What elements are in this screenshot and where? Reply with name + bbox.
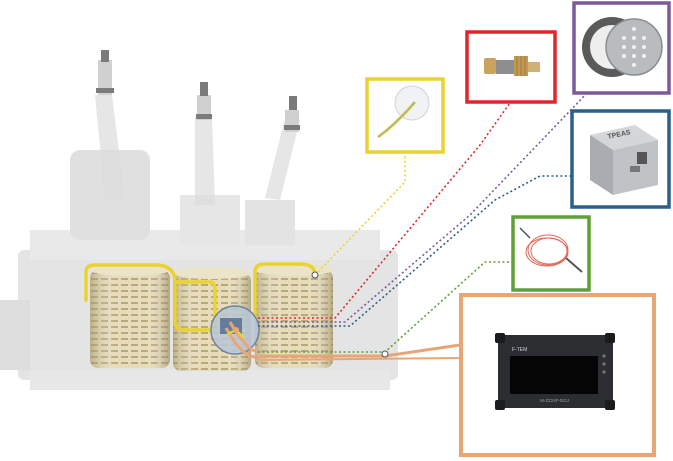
line-blue <box>258 175 572 327</box>
bushing-right <box>265 96 300 200</box>
line-green <box>258 261 513 353</box>
sensor-box-fiber-probe[interactable] <box>365 77 445 154</box>
fiber-loop-path <box>84 262 317 332</box>
coiled-cable-icon <box>519 227 583 273</box>
line-yellow <box>314 152 406 276</box>
line-red <box>258 99 513 319</box>
winding-phase-a <box>90 264 170 368</box>
device-screen-top-label: F-TEM <box>512 347 527 353</box>
sensor-box-uhf-plate[interactable] <box>572 1 671 95</box>
enclosure-brand-label: TPEAS <box>607 129 632 141</box>
steel-enclosure-icon <box>590 125 658 195</box>
winding-phase-c <box>255 264 333 368</box>
connection-lines <box>258 89 591 361</box>
device-screen-bottom-label: M-ZZ24F-DGJ <box>540 398 569 403</box>
sensor-box-fiber-cable[interactable] <box>511 215 591 292</box>
bushing-middle <box>195 82 215 205</box>
flange-plate-icon <box>582 17 663 77</box>
display-device-icon <box>495 333 615 410</box>
threaded-sensor-icon <box>484 56 540 76</box>
junction-hub <box>210 305 261 360</box>
sensor-box-junction-box[interactable] <box>570 109 671 209</box>
sensor-box-moisture-sensor[interactable] <box>465 30 557 104</box>
fiber-probe-icon <box>377 85 430 139</box>
sensor-box-monitoring-unit[interactable] <box>459 293 656 457</box>
line-purple <box>258 89 591 323</box>
bushing-left <box>95 50 125 200</box>
